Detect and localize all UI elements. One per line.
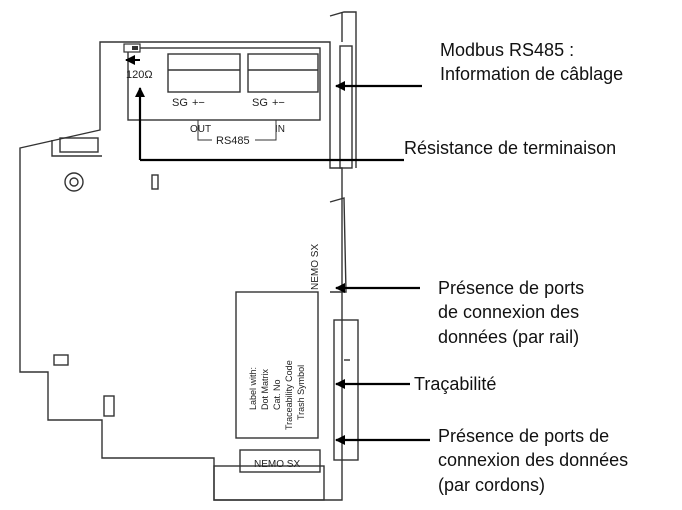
port-in-sg: SG <box>252 97 268 109</box>
bottom-label: NEMO SX <box>254 459 300 470</box>
sticker-line: Cat. No <box>272 379 282 410</box>
switch-value-label: 120Ω <box>126 69 153 81</box>
callout-termination: Résistance de terminaison <box>404 138 617 158</box>
callout-traceability: Traçabilité <box>414 374 497 394</box>
termination-switch-slider <box>132 46 138 50</box>
sticker-line: Label with: <box>248 367 258 410</box>
callout-rail-ports: Présence de ports de connexion des donné… <box>438 278 585 347</box>
callout-modbus: Modbus RS485 : Information de câblage <box>440 40 624 85</box>
port-in-label: IN <box>275 124 285 135</box>
port-out-pm: +− <box>192 97 205 109</box>
sticker-line: Dot Matrix <box>260 368 270 410</box>
bus-bracket <box>197 120 277 141</box>
sticker-line: Trash Symbol <box>296 365 306 420</box>
port-in-pm: +− <box>272 97 285 109</box>
device-outline <box>19 11 359 501</box>
callout-cable-ports: Présence de ports de connexion des donné… <box>438 426 629 495</box>
port-out-sg: SG <box>172 97 188 109</box>
port-out-label: OUT <box>190 124 211 135</box>
sticker-line: Traceability Code <box>284 360 294 430</box>
bus-label: RS485 <box>216 135 250 147</box>
sticker-text: Label with: Dot Matrix Cat. No Traceabil… <box>248 360 306 430</box>
side-label: NEMO SX <box>310 244 321 290</box>
